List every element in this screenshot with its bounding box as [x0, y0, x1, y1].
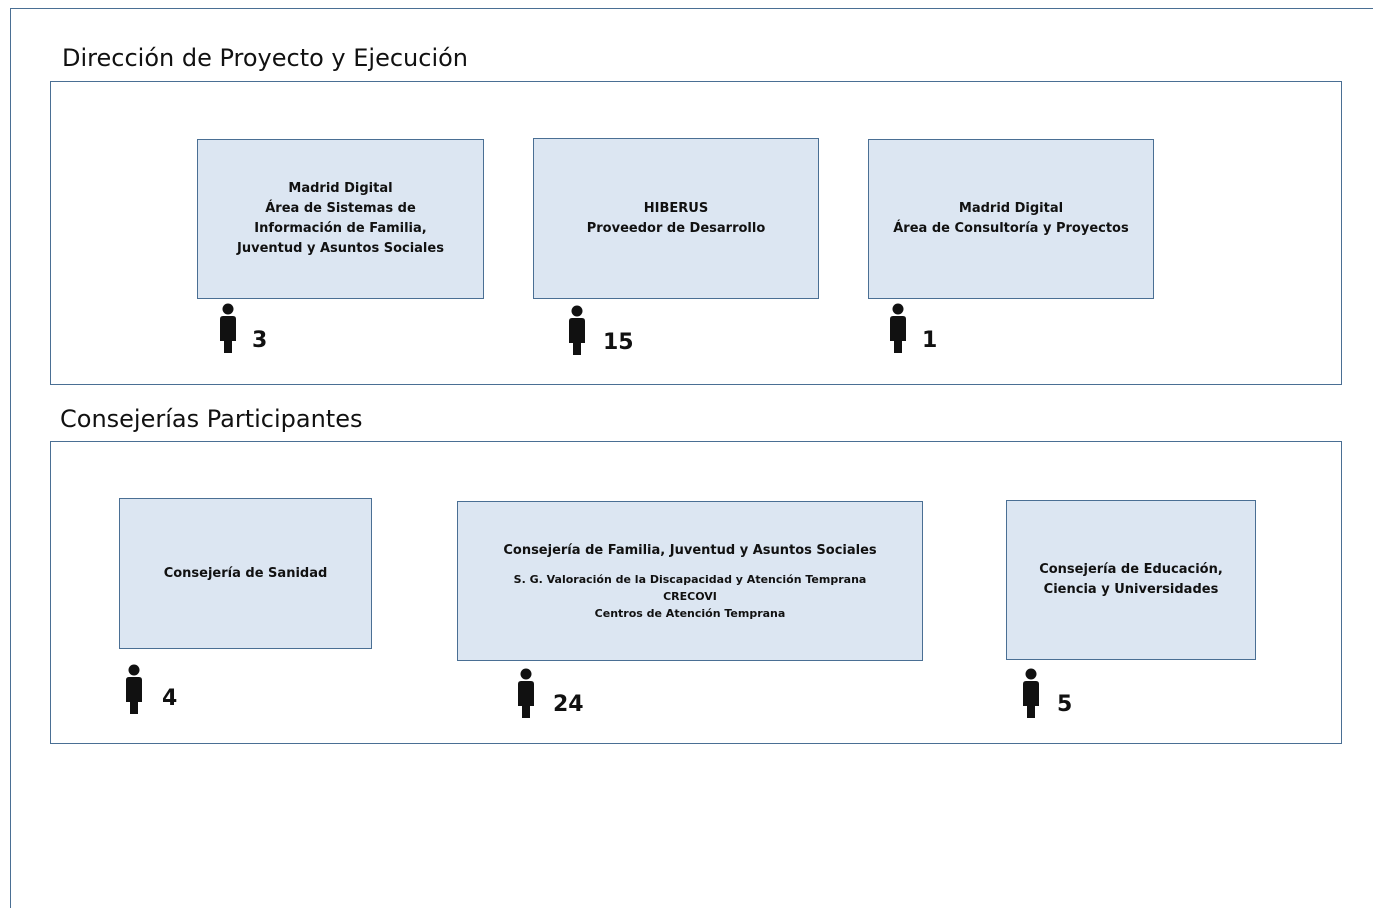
section-title-direccion: Dirección de Proyecto y Ejecución — [62, 44, 469, 72]
unit-detail: S. G. Valoración de la Discapacidad y At… — [513, 572, 867, 586]
unit-line: Consejería de Educación, — [1039, 562, 1223, 577]
person-icon — [218, 303, 238, 353]
unit-familia: Consejería de Familia, Juventud y Asunto… — [457, 501, 923, 661]
unit-line: HIBERUS — [643, 200, 709, 216]
people-count: 24 — [553, 692, 584, 717]
person-icon — [1021, 668, 1041, 718]
unit-line: Ciencia y Universidades — [1043, 582, 1219, 597]
unit-line: Madrid Digital — [958, 201, 1064, 216]
unit-line: Consejería de Familia, Juventud y Asunto… — [503, 542, 877, 558]
outer-frame — [10, 8, 1373, 908]
person-icon — [888, 303, 908, 353]
section-title-consejerias: Consejerías Participantes — [60, 405, 363, 433]
unit-line: Información de Familia, — [254, 221, 427, 236]
people-count: 5 — [1057, 692, 1073, 717]
unit-line: Área de Sistemas de — [265, 201, 416, 216]
people-count: 15 — [603, 330, 634, 355]
unit-madrid-digital-consultoria: Madrid Digital Área de Consultoría y Pro… — [868, 139, 1154, 299]
unit-madrid-digital-sistemas: Madrid Digital Área de Sistemas de Infor… — [197, 139, 484, 299]
unit-hiberus: HIBERUS Proveedor de Desarrollo — [533, 138, 819, 299]
unit-line: Consejería de Sanidad — [163, 565, 328, 581]
person-icon — [516, 668, 536, 718]
unit-line: Proveedor de Desarrollo — [586, 220, 766, 236]
person-icon — [567, 305, 587, 355]
unit-line: Área de Consultoría y Proyectos — [893, 221, 1129, 236]
people-count: 3 — [252, 328, 268, 353]
people-count: 1 — [922, 328, 938, 353]
people-count: 4 — [162, 686, 178, 711]
unit-line: Juventud y Asuntos Sociales — [237, 241, 444, 256]
unit-educacion: Consejería de Educación, Ciencia y Unive… — [1006, 500, 1256, 660]
unit-detail: Centros de Atención Temprana — [594, 606, 786, 620]
unit-sanidad: Consejería de Sanidad — [119, 498, 372, 649]
person-icon — [124, 664, 144, 714]
unit-line: Madrid Digital — [288, 181, 393, 196]
unit-detail: CRECOVI — [663, 589, 717, 603]
